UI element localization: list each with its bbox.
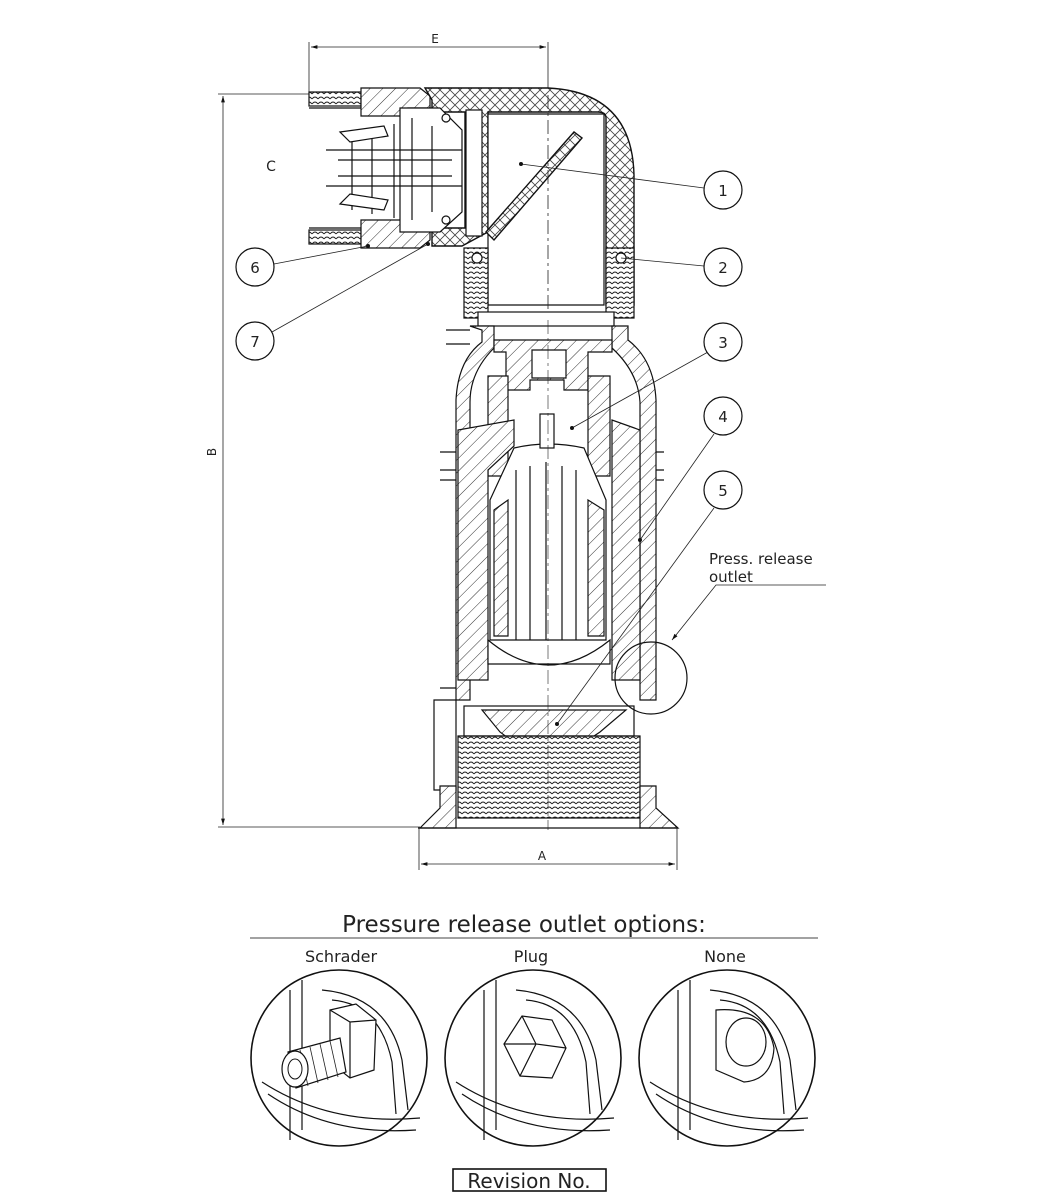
callout-6-label: 6: [250, 259, 260, 277]
filter-cartridge: [489, 443, 607, 641]
option-none-label: None: [704, 947, 746, 966]
inlet-seat: [477, 311, 615, 327]
neck-thread-right: [605, 247, 635, 319]
inlet-thread-top: [308, 91, 362, 107]
press-release-line1: Press. release: [709, 550, 813, 568]
filter-bowl: [487, 638, 611, 666]
elbow-section: [308, 87, 635, 310]
base-flange-left: [418, 785, 457, 829]
options-heading: Pressure release outlet options:: [342, 912, 706, 938]
callout-6: 6: [235, 244, 370, 287]
option-schrader: Schrader: [250, 947, 428, 1147]
callout-5-label: 5: [718, 482, 728, 500]
callout-4-label: 4: [718, 408, 728, 426]
callout-4: 4: [638, 396, 743, 542]
inlet-thread-bottom: [308, 229, 362, 245]
callout-1-label: 1: [718, 182, 728, 200]
o-ring-top: [441, 113, 451, 123]
callout-3-label: 3: [718, 334, 728, 352]
dimension-b-label: B: [205, 448, 219, 456]
filter-pin: [539, 413, 555, 449]
callout-5: 5: [555, 470, 743, 726]
revision-label: Revision No.: [467, 1169, 590, 1193]
dimension-e-label: E: [431, 32, 439, 46]
option-schrader-label: Schrader: [305, 947, 377, 966]
option-none: None: [638, 947, 816, 1147]
connector-latch-top: [338, 125, 389, 143]
callout-2: 2: [620, 247, 743, 287]
option-plug-label: Plug: [514, 947, 548, 966]
filter-housing: [418, 320, 680, 830]
dimension-b: B: [205, 93, 420, 828]
neck-seal-left: [471, 252, 483, 264]
callout-7-label: 7: [250, 333, 260, 351]
dimension-c-label: C: [266, 159, 276, 175]
connector-latch-bottom: [338, 193, 389, 211]
callout-3: 3: [570, 322, 743, 430]
gasket: [465, 109, 483, 237]
dimension-e: E: [308, 32, 549, 95]
option-plug: Plug: [444, 947, 622, 1147]
pressure-release-zone: [614, 641, 688, 715]
revision-box: Revision No.: [452, 1168, 607, 1193]
head-valve: [531, 349, 567, 379]
connector-housing: [399, 107, 463, 233]
neck-section: [463, 247, 635, 327]
o-ring-bottom: [441, 215, 451, 225]
dimension-a-label: A: [538, 849, 547, 863]
base-thread: [457, 735, 641, 819]
inner-wall-left: [457, 419, 515, 681]
press-release-line2: outlet: [709, 568, 753, 586]
base-flange-right: [639, 785, 680, 829]
callout-2-label: 2: [718, 259, 728, 277]
callout-1: 1: [519, 162, 743, 210]
flow-deflector: [485, 131, 584, 242]
dimension-a: A: [418, 828, 678, 870]
housing-wall-right: [611, 325, 657, 701]
cage-right: [587, 375, 611, 477]
pressure-release-note: Press. release outlet: [671, 550, 826, 641]
elbow-bore: [487, 113, 605, 306]
base-ring: [463, 705, 635, 737]
inner-wall-right: [611, 419, 641, 681]
callout-7: 7: [235, 242, 430, 361]
